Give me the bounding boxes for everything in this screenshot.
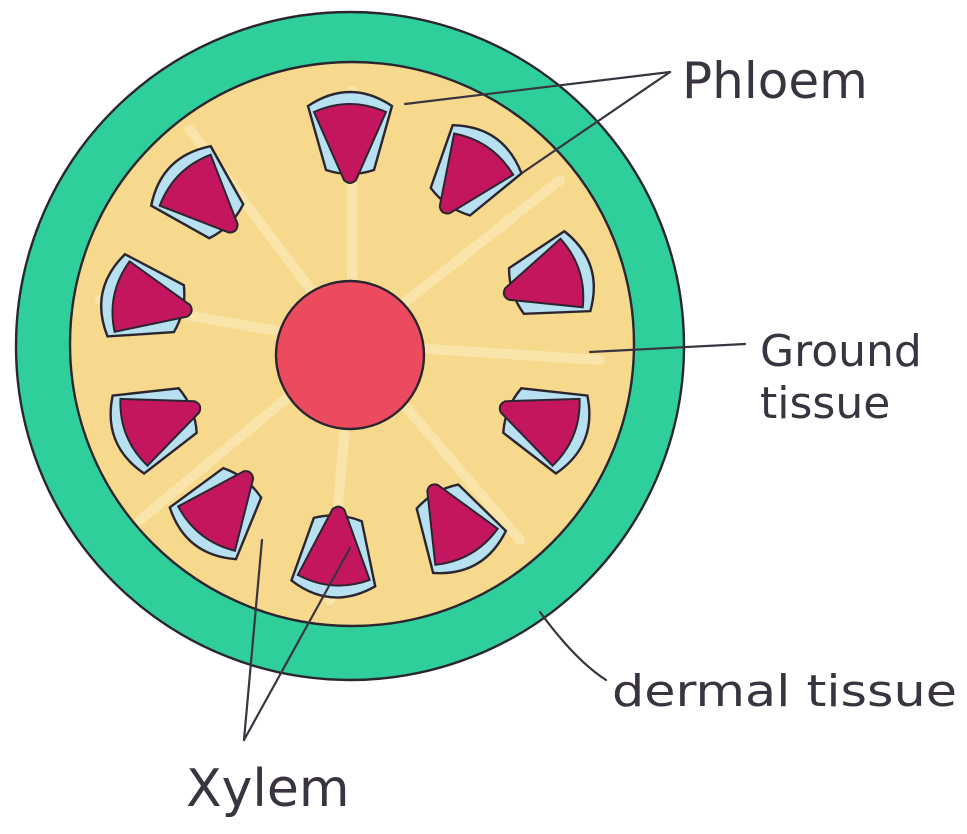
ground-tissue-label-line1: Ground	[760, 326, 922, 377]
xylem-label: Xylem	[186, 759, 350, 819]
pith	[276, 281, 424, 429]
dermal-tissue-label: dermal tissue	[612, 666, 957, 717]
phloem-label: Phloem	[682, 52, 868, 110]
dermal-tissue-leader-line	[540, 612, 606, 680]
ground-tissue-label-line2: tissue	[760, 378, 890, 429]
